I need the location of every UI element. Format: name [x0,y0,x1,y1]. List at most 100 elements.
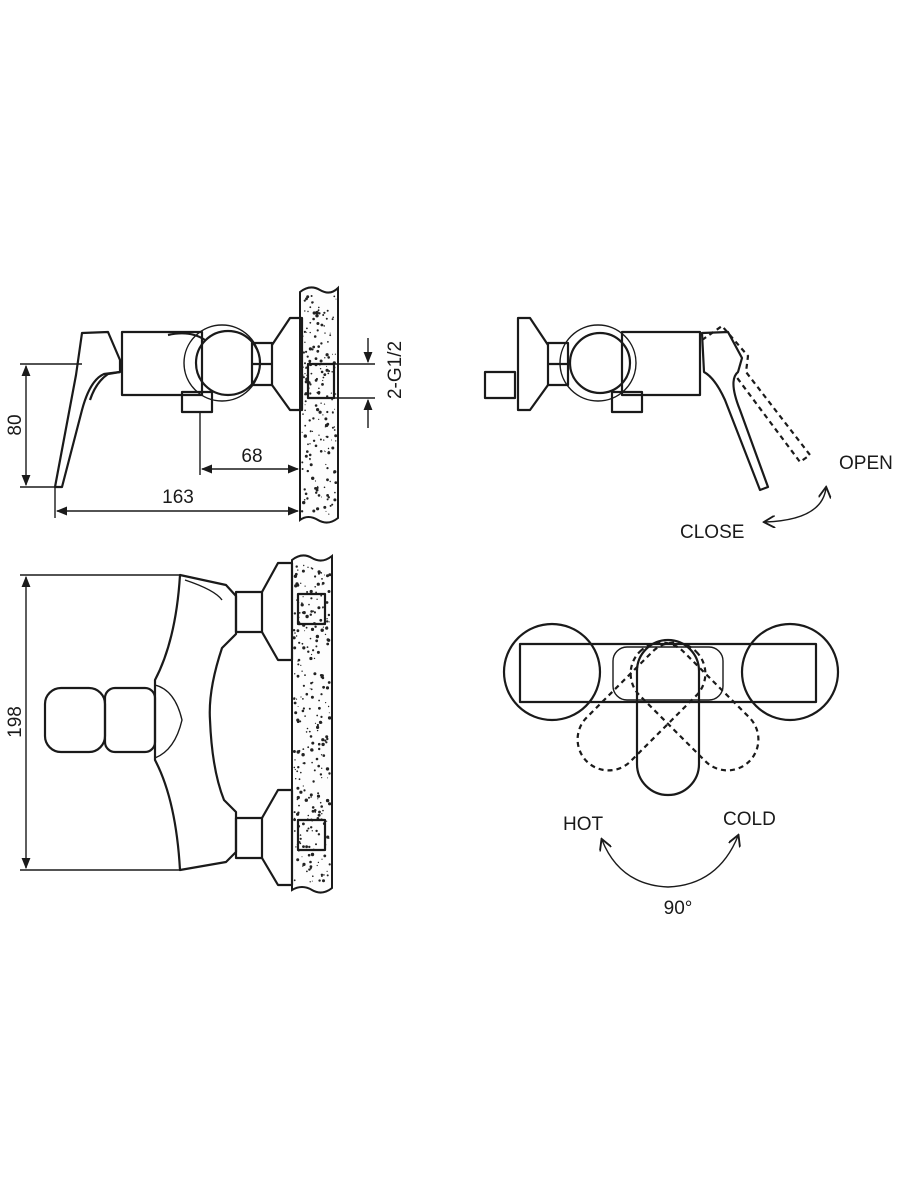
speckle [308,453,312,457]
speckle [305,731,308,733]
speckle [326,422,330,426]
speckle [309,881,311,883]
speckle [297,663,300,666]
speckle [327,356,331,359]
speckle [317,572,321,575]
speckle [299,842,302,845]
speckle [298,804,300,807]
speckle [323,373,327,376]
speckle [308,603,310,606]
speckle [331,371,334,373]
shower-outlet [180,390,214,414]
speckle [304,404,306,406]
speckle [308,868,311,871]
valve-body [518,642,818,704]
speckle [328,772,331,775]
speckle [305,614,309,619]
speckle [311,761,313,764]
speckle [320,754,323,756]
speckle [316,598,318,600]
speckle [326,365,328,367]
speckle [301,569,305,573]
speckle [294,768,296,771]
speckle [318,699,320,702]
speckle [326,642,330,646]
rotation-arrow [602,836,738,888]
speckle [314,404,318,407]
speckle [295,565,298,568]
speckle [329,480,331,483]
speckle [309,735,313,738]
speckle [309,321,312,324]
speckle [320,805,324,808]
speckle [322,606,324,609]
speckle [314,811,317,813]
speckle [293,646,297,650]
speckle [326,309,329,312]
speckle [311,880,313,882]
speckle [304,341,306,343]
speckle [292,750,296,753]
speckle [303,299,306,302]
speckle [320,628,324,632]
speckle [323,854,327,858]
speckle [311,809,315,813]
speckle [292,629,296,632]
speckle [326,737,329,741]
speckle [327,496,330,499]
speckle [317,861,320,864]
speckle [302,611,306,615]
speckle [313,611,316,614]
speckle [327,777,329,779]
speckle [309,589,313,594]
operation-view: OPEN CLOSE [483,316,893,543]
speckle [304,454,308,458]
speckle [318,810,321,814]
speckle [330,392,332,394]
speckle [328,573,332,577]
speckle [311,681,314,684]
speckle [326,494,329,497]
speckle [325,435,328,438]
speckle [320,693,323,696]
speckle [328,621,330,623]
speckle [315,829,318,833]
speckle [307,443,309,446]
speckle [327,451,331,455]
valve-body [120,330,204,397]
speckle [304,409,306,412]
speckle [303,762,306,765]
speckle [302,646,306,650]
speckle [295,698,298,700]
speckle [331,318,334,321]
speckle [305,350,308,353]
lever-hot-position [629,641,760,772]
speckle [302,748,305,750]
speckle [308,361,311,364]
speckle [309,613,312,616]
speckle [322,754,326,757]
speckle [327,447,330,450]
speckle [299,720,302,723]
speckle [321,738,325,742]
speckle [314,357,318,360]
speckle [320,594,323,597]
speckle [311,653,313,656]
speckle [306,591,309,593]
speckle [319,801,322,804]
speckle [326,410,329,414]
dim-label-80: 80 [5,414,26,435]
speckle [307,814,310,817]
speckle [296,770,299,773]
speckle [301,709,305,713]
speckle [294,759,296,761]
speckle [294,584,298,588]
speckle [305,297,308,301]
speckle [301,642,304,645]
speckle [307,566,309,568]
speckle [302,698,304,700]
body-contour [184,579,223,601]
speckle [323,325,326,327]
speckle [316,794,321,798]
speckle [310,852,315,857]
